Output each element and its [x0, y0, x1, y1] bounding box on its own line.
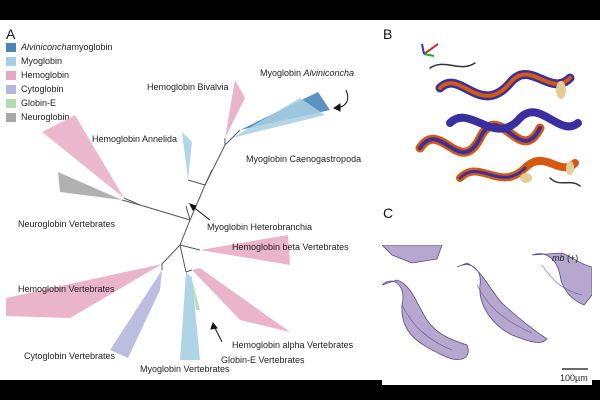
micrograph-label-italic: mb	[552, 253, 565, 263]
legend-label: Cytoglobin	[21, 84, 64, 94]
clade-neuroglobin	[58, 172, 122, 200]
clade-hemoglobin-annelida-large	[42, 115, 124, 198]
tissue-sections	[381, 244, 593, 360]
tree-branches	[121, 129, 241, 273]
panel-label-a: A	[6, 26, 16, 42]
protein-structure	[400, 28, 590, 198]
legend-swatch	[6, 56, 16, 66]
scale-bar-label: 100µm	[560, 373, 588, 383]
clade-globin-e	[190, 272, 200, 310]
label-myoglobin-prefix: Myoglobin	[260, 68, 304, 78]
legend-item-globin-e: Globin-E	[6, 96, 113, 110]
legend-item-cytoglobin: Cytoglobin	[6, 82, 113, 96]
label-hemoglobin-beta-vertebrates: Hemoglobin beta Vertebrates	[232, 242, 349, 252]
histology-micrograph: mb (+) 100µm	[381, 244, 593, 385]
arrowhead-alviniconcha	[333, 103, 341, 112]
tree-arrows	[189, 89, 349, 343]
histology-image: mb (+) 100µm	[381, 244, 593, 383]
label-hemoglobin-annelida: Hemoglobin Annelida	[92, 134, 177, 144]
legend-label: Myoglobin	[21, 56, 63, 66]
legend-swatch	[6, 84, 16, 94]
tissue-detail	[401, 264, 583, 351]
clade-hemoglobin-beta	[200, 235, 290, 265]
clade-myoglobin-caenogastropoda	[232, 98, 325, 138]
label-globin-e-vertebrates: Globin-E Vertebrates	[221, 355, 305, 365]
legend-swatch	[6, 112, 16, 122]
label-myoglobin-caenogastropoda: Myoglobin Caenogastropoda	[246, 154, 361, 164]
micrograph-label-suffix: (+)	[565, 253, 579, 263]
clade-hemoglobin-vertebrates	[6, 264, 162, 318]
legend-label: Hemoglobin	[21, 70, 70, 80]
label-alviniconcha-italic: Alviniconcha	[303, 68, 355, 78]
loop-highlights	[520, 81, 574, 183]
clade-hemoglobin-alpha	[192, 268, 290, 332]
legend: Alviniconcha myoglobin Myoglobin Hemoglo…	[6, 40, 113, 124]
panel-label-c: C	[383, 205, 394, 221]
clade-hemoglobin-annelida	[182, 132, 192, 180]
clade-hemoglobin-bivalvia	[225, 80, 245, 138]
legend-item-myoglobin: Myoglobin	[6, 54, 113, 68]
label-myoglobin-heterobranchia: Myoglobin Heterobranchia	[207, 222, 312, 232]
legend-item-neuroglobin: Neuroglobin	[6, 110, 113, 124]
legend-label-italic: Alviniconcha	[21, 42, 72, 52]
label-cytoglobin-vertebrates: Cytoglobin Vertebrates	[24, 351, 116, 361]
label-neuroglobin-vertebrates: Neuroglobin Vertebrates	[18, 219, 116, 229]
label-hemoglobin-bivalvia: Hemoglobin Bivalvia	[147, 82, 229, 92]
axis-indicator-icon	[421, 43, 439, 57]
legend-swatch	[6, 42, 16, 52]
label-hemoglobin-vertebrates: Hemoglobin Vertebrates	[18, 284, 115, 294]
label-hemoglobin-alpha-vertebrates: Hemoglobin alpha Vertebrates	[232, 340, 354, 350]
arrowhead-heterobranchia	[189, 203, 197, 211]
legend-label: Neuroglobin	[21, 112, 70, 122]
legend-label: myoglobin	[71, 42, 113, 52]
clade-cytoglobin	[110, 270, 162, 358]
legend-item-alviniconcha: Alviniconcha myoglobin	[6, 40, 113, 54]
label-myoglobin-vertebrates: Myoglobin Vertebrates	[140, 364, 230, 374]
legend-item-hemoglobin: Hemoglobin	[6, 68, 113, 82]
clade-myoglobin-vertebrates	[180, 272, 200, 360]
figure-panel: A B C Alviniconcha myoglobin Myoglobin H…	[0, 20, 600, 385]
arrowhead-globin-e	[210, 321, 218, 330]
micrograph-label: mb (+)	[552, 253, 578, 263]
label-myoglobin-alviniconcha: Myoglobin Alviniconcha	[260, 68, 354, 78]
arrow-heterobranchia	[191, 205, 211, 221]
legend-swatch	[6, 70, 16, 80]
helix-ribbons	[415, 62, 582, 187]
legend-label: Globin-E	[21, 98, 57, 108]
panel-label-b: B	[383, 26, 393, 42]
legend-swatch	[6, 98, 16, 108]
phylogenetic-tree: Hemoglobin Bivalvia Myoglobin Alviniconc…	[6, 68, 361, 374]
